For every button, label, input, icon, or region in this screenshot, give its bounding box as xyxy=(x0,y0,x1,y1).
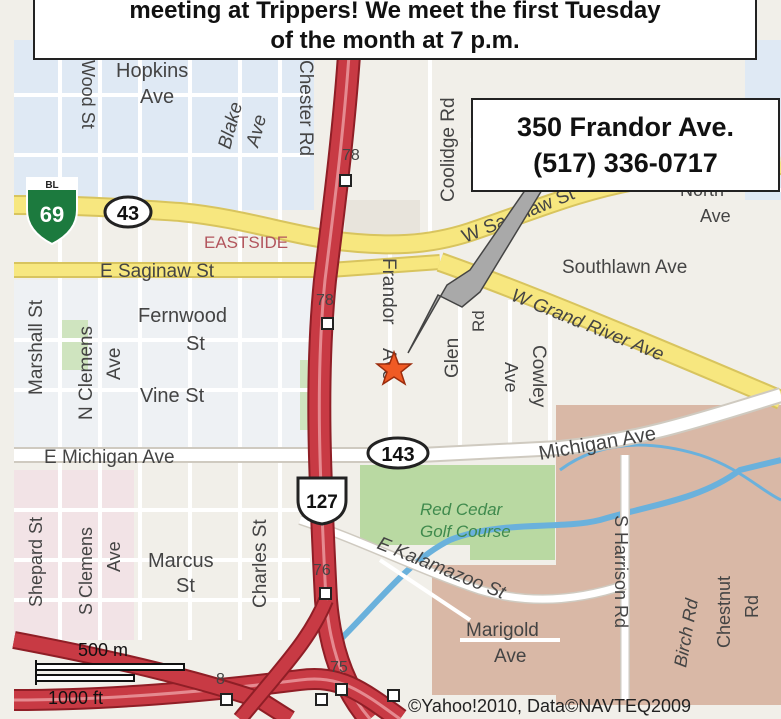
label-eastside: EASTSIDE xyxy=(204,233,288,252)
label-wood-st: Wood St xyxy=(78,60,98,129)
bl-69-shield-number: 69 xyxy=(40,202,64,227)
phone-text: (517) 336-0717 xyxy=(533,148,718,178)
label-s-clemens-ave: Ave xyxy=(104,541,124,572)
exit-square xyxy=(321,317,334,330)
address-callout: 350 Frandor Ave. (517) 336-0717 xyxy=(471,98,780,192)
exit-number-8: 8 xyxy=(216,671,225,688)
label-hopkins-ave: Ave xyxy=(140,86,174,108)
scale-bar: 500 m 1000 ft xyxy=(35,640,185,708)
label-fernwood: Fernwood xyxy=(138,305,227,327)
meeting-callout-line-1: meeting at Trippers! We meet the first T… xyxy=(129,0,661,24)
river-branch xyxy=(559,443,781,502)
map-copyright: ©Yahoo!2010, Data©NAVTEQ2009 xyxy=(408,696,691,716)
commercial-area-frandor xyxy=(345,200,420,240)
exit-square xyxy=(220,693,233,706)
meeting-callout: meeting at Trippers! We meet the first T… xyxy=(33,0,757,60)
label-n-clemens: N Clemens xyxy=(76,326,97,420)
label-fernwood-st: St xyxy=(186,333,205,355)
label-glen: Glen xyxy=(442,338,463,378)
label-n-clemens-ave: Ave xyxy=(104,348,125,380)
route-shields: BL 69 43 143 127 xyxy=(26,177,430,526)
scale-label-metric: 500 m xyxy=(78,640,128,660)
exit-number-78-south: 78 xyxy=(316,292,334,309)
golf-course-area xyxy=(360,465,555,560)
label-frandor: Frandor xyxy=(378,258,399,325)
bl-69-shield: BL 69 xyxy=(26,177,78,246)
address-text: 350 Frandor Ave. xyxy=(516,112,735,142)
route-43-number: 43 xyxy=(117,203,139,225)
label-vine-st: Vine St xyxy=(140,385,205,407)
label-marcus-st: St xyxy=(176,575,195,597)
us-127-number: 127 xyxy=(306,492,338,513)
label-e-michigan-ave: E Michigan Ave xyxy=(44,447,175,468)
label-coolidge-rd: Coolidge Rd xyxy=(438,97,459,202)
label-hopkins: Hopkins xyxy=(116,60,188,82)
label-chestnut-rd: Rd xyxy=(742,595,762,618)
label-charles-st: Charles St xyxy=(250,519,271,608)
industrial-area-southeast xyxy=(556,405,781,705)
us-127-shield: 127 xyxy=(296,476,348,526)
exit-number-76: 76 xyxy=(313,562,331,579)
label-chestnut: Chestnut xyxy=(714,576,734,648)
label-golf-course: Golf Course xyxy=(420,522,511,541)
label-chester-rd: Chester Rd xyxy=(295,60,316,156)
exit-square xyxy=(319,587,332,600)
label-marigold-ave: Ave xyxy=(494,646,526,667)
route-143-shield: 143 xyxy=(366,436,430,470)
exit-square xyxy=(387,689,400,702)
route-143-number: 143 xyxy=(381,444,414,466)
exit-square xyxy=(339,174,352,187)
exit-square xyxy=(335,683,348,696)
label-north-ave: Ave xyxy=(700,206,731,226)
location-star-icon[interactable] xyxy=(374,349,414,386)
label-marcus: Marcus xyxy=(148,550,214,572)
label-s-clemens: S Clemens xyxy=(76,527,96,615)
exit-number-75: 75 xyxy=(330,659,348,676)
michigan-avenue xyxy=(14,387,781,463)
label-shepard-st: Shepard St xyxy=(26,517,46,607)
label-cowley-ave: Ave xyxy=(501,362,521,393)
label-e-saginaw-st: E Saginaw St xyxy=(100,261,215,282)
label-marigold: Marigold xyxy=(466,620,539,641)
park-area-west xyxy=(60,320,88,370)
label-s-harrison-rd: S Harrison Rd xyxy=(611,515,631,628)
scale-label-imperial: 1000 ft xyxy=(48,688,103,708)
label-cowley: Cowley xyxy=(528,345,549,408)
land-use-areas xyxy=(14,40,781,705)
label-red-cedar: Red Cedar xyxy=(420,500,504,519)
exit-number-78-north: 78 xyxy=(342,147,360,164)
label-marshall-st: Marshall St xyxy=(26,299,47,395)
exit-markers: 78 78 76 75 8 xyxy=(216,147,400,706)
bl-69-shield-top: BL xyxy=(45,180,58,191)
highways xyxy=(12,39,407,719)
label-southlawn-ave: Southlawn Ave xyxy=(562,257,687,278)
exit-square xyxy=(315,693,328,706)
meeting-callout-line-2: of the month at 7 p.m. xyxy=(270,27,520,54)
secondary-roads xyxy=(298,455,630,700)
residential-area-southwest xyxy=(14,470,134,640)
red-cedar-river xyxy=(337,457,781,643)
label-glen-rd: Rd xyxy=(469,310,488,332)
route-43-shield: 43 xyxy=(103,195,153,229)
